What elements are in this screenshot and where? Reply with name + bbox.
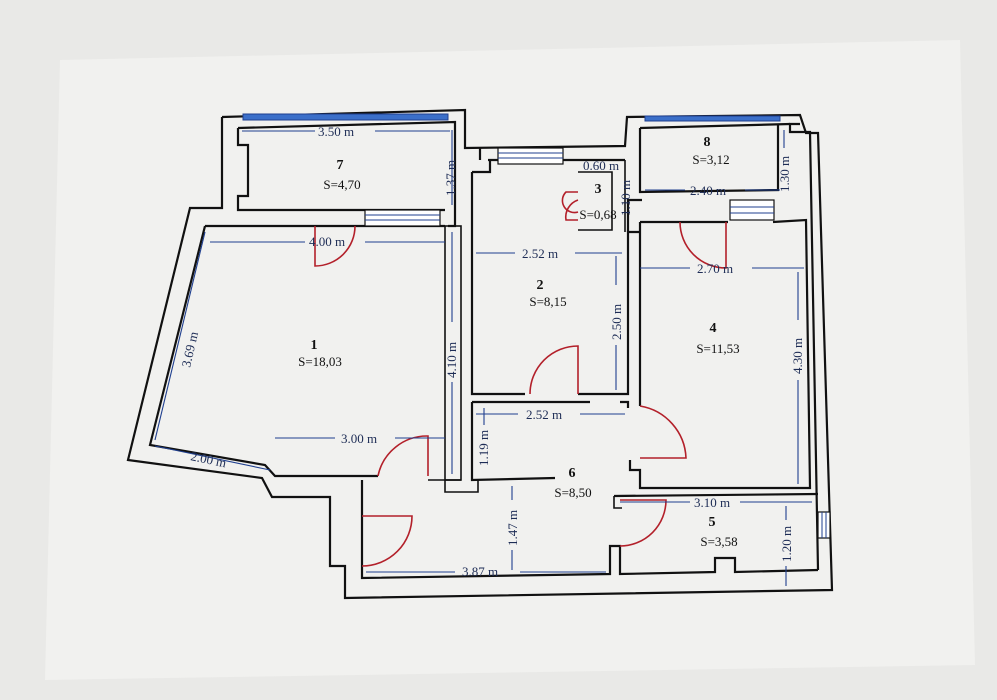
room-8-area: S=3,12 (692, 152, 729, 167)
dim-4-10: 4.10 m (444, 342, 459, 378)
room-2-number: 2 (537, 278, 544, 293)
dimension-labels: 3.50 m 1.37 m 4.00 m 3.69 m 4.10 m 3.00 … (178, 124, 805, 579)
door-room-5 (619, 499, 667, 547)
room-1-area: S=18,03 (298, 354, 342, 369)
door-room-2 (529, 345, 579, 395)
window-room-5-right (817, 511, 831, 539)
dim-2-00: 2.00 m (189, 448, 227, 470)
dim-2-52-top: 2.52 m (522, 246, 558, 261)
room-6-area: S=8,50 (554, 485, 591, 500)
dim-1-37: 1.37 m (443, 160, 458, 196)
dim-4-30: 4.30 m (790, 338, 805, 374)
dim-0-60: 0.60 m (583, 158, 619, 173)
dim-1-19: 1.19 m (476, 430, 491, 466)
room-6-number: 6 (569, 466, 576, 481)
room-7-number: 7 (337, 158, 344, 173)
windows (242, 113, 831, 539)
room-3-area: S=0,68 (579, 207, 616, 222)
dim-1-30: 1.30 m (777, 156, 792, 192)
dim-3-50: 3.50 m (318, 124, 354, 139)
room-4-number: 4 (710, 321, 717, 336)
door-room-8 (679, 221, 727, 269)
room-3-number: 3 (595, 182, 602, 197)
dim-1-20: 1.20 m (779, 526, 794, 562)
window-room-4-top (729, 199, 775, 221)
room-5-number: 5 (709, 515, 716, 530)
door-room-4 (639, 405, 687, 459)
window-room-1-top (364, 209, 441, 227)
dim-2-40: 2.40 m (690, 183, 726, 198)
dim-4-00: 4.00 m (309, 234, 345, 249)
room-8-number: 8 (704, 135, 711, 150)
partitions (428, 158, 819, 509)
door-room-1 (377, 435, 429, 477)
dim-3-87: 3.87 m (462, 564, 498, 579)
dim-2-50: 2.50 m (609, 304, 624, 340)
dim-3-00: 3.00 m (341, 431, 377, 446)
room-5-area: S=3,58 (700, 534, 737, 549)
door-entrance (361, 515, 413, 567)
dim-3-10: 3.10 m (694, 495, 730, 510)
doors (314, 191, 727, 567)
room-labels: 7 S=4,70 1 S=18,03 2 S=8,15 3 S=0,68 8 S… (298, 135, 740, 549)
dim-2-70: 2.70 m (697, 261, 733, 276)
window-room-2-top (497, 147, 564, 165)
dimension-lines (154, 130, 812, 586)
door-room-1-to-7 (314, 225, 356, 267)
room-7-area: S=4,70 (323, 177, 360, 192)
window-room-7-top (242, 113, 449, 121)
dim-1-47: 1.47 m (505, 510, 520, 546)
room-1-number: 1 (311, 338, 318, 353)
door-room-3 (561, 191, 579, 221)
dim-1-10: 1.10 m (618, 180, 633, 216)
room-4-area: S=11,53 (696, 341, 739, 356)
room-2-area: S=8,15 (529, 294, 566, 309)
dim-2-52-bottom: 2.52 m (526, 407, 562, 422)
window-room-8-top (644, 115, 781, 122)
